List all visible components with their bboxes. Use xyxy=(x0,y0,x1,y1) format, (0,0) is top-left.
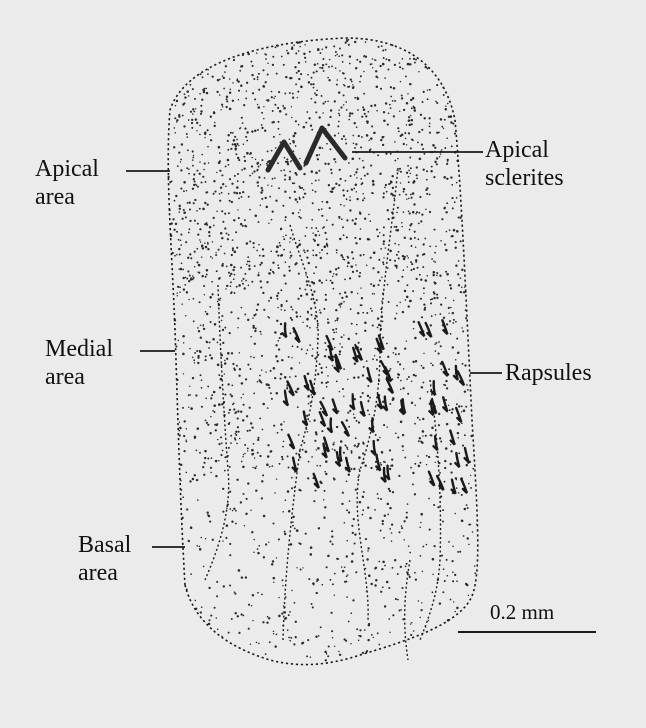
label-medial-area-line1: Medial xyxy=(45,335,113,363)
label-leader-lines xyxy=(126,152,502,547)
label-basal-area-line1: Basal xyxy=(78,531,131,559)
label-apical-sclerites-line2: sclerites xyxy=(485,164,564,192)
label-rapsules: Rapsules xyxy=(505,359,592,387)
label-apical-sclerites: Apical sclerites xyxy=(485,136,564,192)
scale-bar-label: 0.2 mm xyxy=(490,600,554,625)
label-apical-area: Apical area xyxy=(35,155,99,211)
label-apical-area-line1: Apical xyxy=(35,155,99,183)
label-apical-sclerites-line1: Apical xyxy=(485,136,564,164)
label-apical-area-line2: area xyxy=(35,183,99,211)
label-medial-area-line2: area xyxy=(45,363,113,391)
label-basal-area-line2: area xyxy=(78,559,131,587)
label-basal-area: Basal area xyxy=(78,531,131,587)
label-medial-area: Medial area xyxy=(45,335,113,391)
